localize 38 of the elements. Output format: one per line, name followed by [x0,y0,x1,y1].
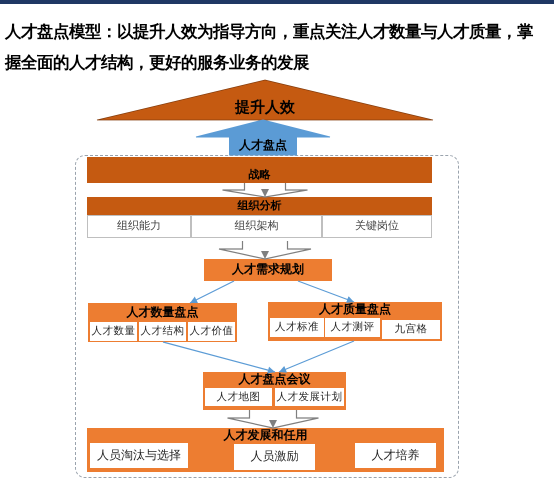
item-cell: 组织能力 [87,215,191,238]
arrow [162,341,276,374]
block-arrow [196,120,330,156]
process-box: 人才需求规划 [204,259,332,281]
arrow [278,340,354,373]
item-cell: 组织架构 [191,215,322,238]
arrow [298,280,354,303]
panel-heading: 人才数量盘点 [126,304,200,321]
title: 人才盘点模型：以提升人效为指导方向，重点关注人才数量与人才质量，掌握全面的人才结构，更好的服务业务的发展 [5,22,534,74]
item-cell: 关键岗位 [322,215,432,238]
item-cell: 人才结构 [139,322,186,341]
edge-label: 人才盘点 [239,139,287,153]
item-cell: 人才发展计划 [275,388,344,406]
group-panel [88,303,237,342]
group-panel [203,372,346,410]
panel-heading: 人才质量盘点 [318,302,392,318]
group-panel [268,302,442,341]
panel-heading: 人才盘点会议 [238,372,312,388]
item-cell: 人员淘汰与选择 [90,443,188,468]
panel-heading: 组织分析 [236,198,282,214]
panel-heading: 人才发展和任用 [222,428,308,443]
item-cell: 人才地图 [205,388,272,406]
title-bar: 战略 [87,157,432,183]
hollow-arrow [226,409,320,429]
item-cell: 人才数量 [90,322,137,341]
item-cell: 人才价值 [188,322,235,341]
hollow-arrow [218,240,312,260]
arrow [190,280,234,304]
item-cell: 人才培养 [355,443,436,468]
group-panel [87,428,444,472]
hollow-arrow [222,182,308,198]
dashed-frame [75,155,459,478]
item-cell: 人才标准 [270,318,324,337]
group-panel [87,197,432,241]
item-cell: 九宫格 [382,320,440,339]
triangle-banner: 提升人效 [97,80,433,120]
item-cell: 人才测评 [325,318,380,337]
item-cell: 人员激励 [234,444,315,470]
